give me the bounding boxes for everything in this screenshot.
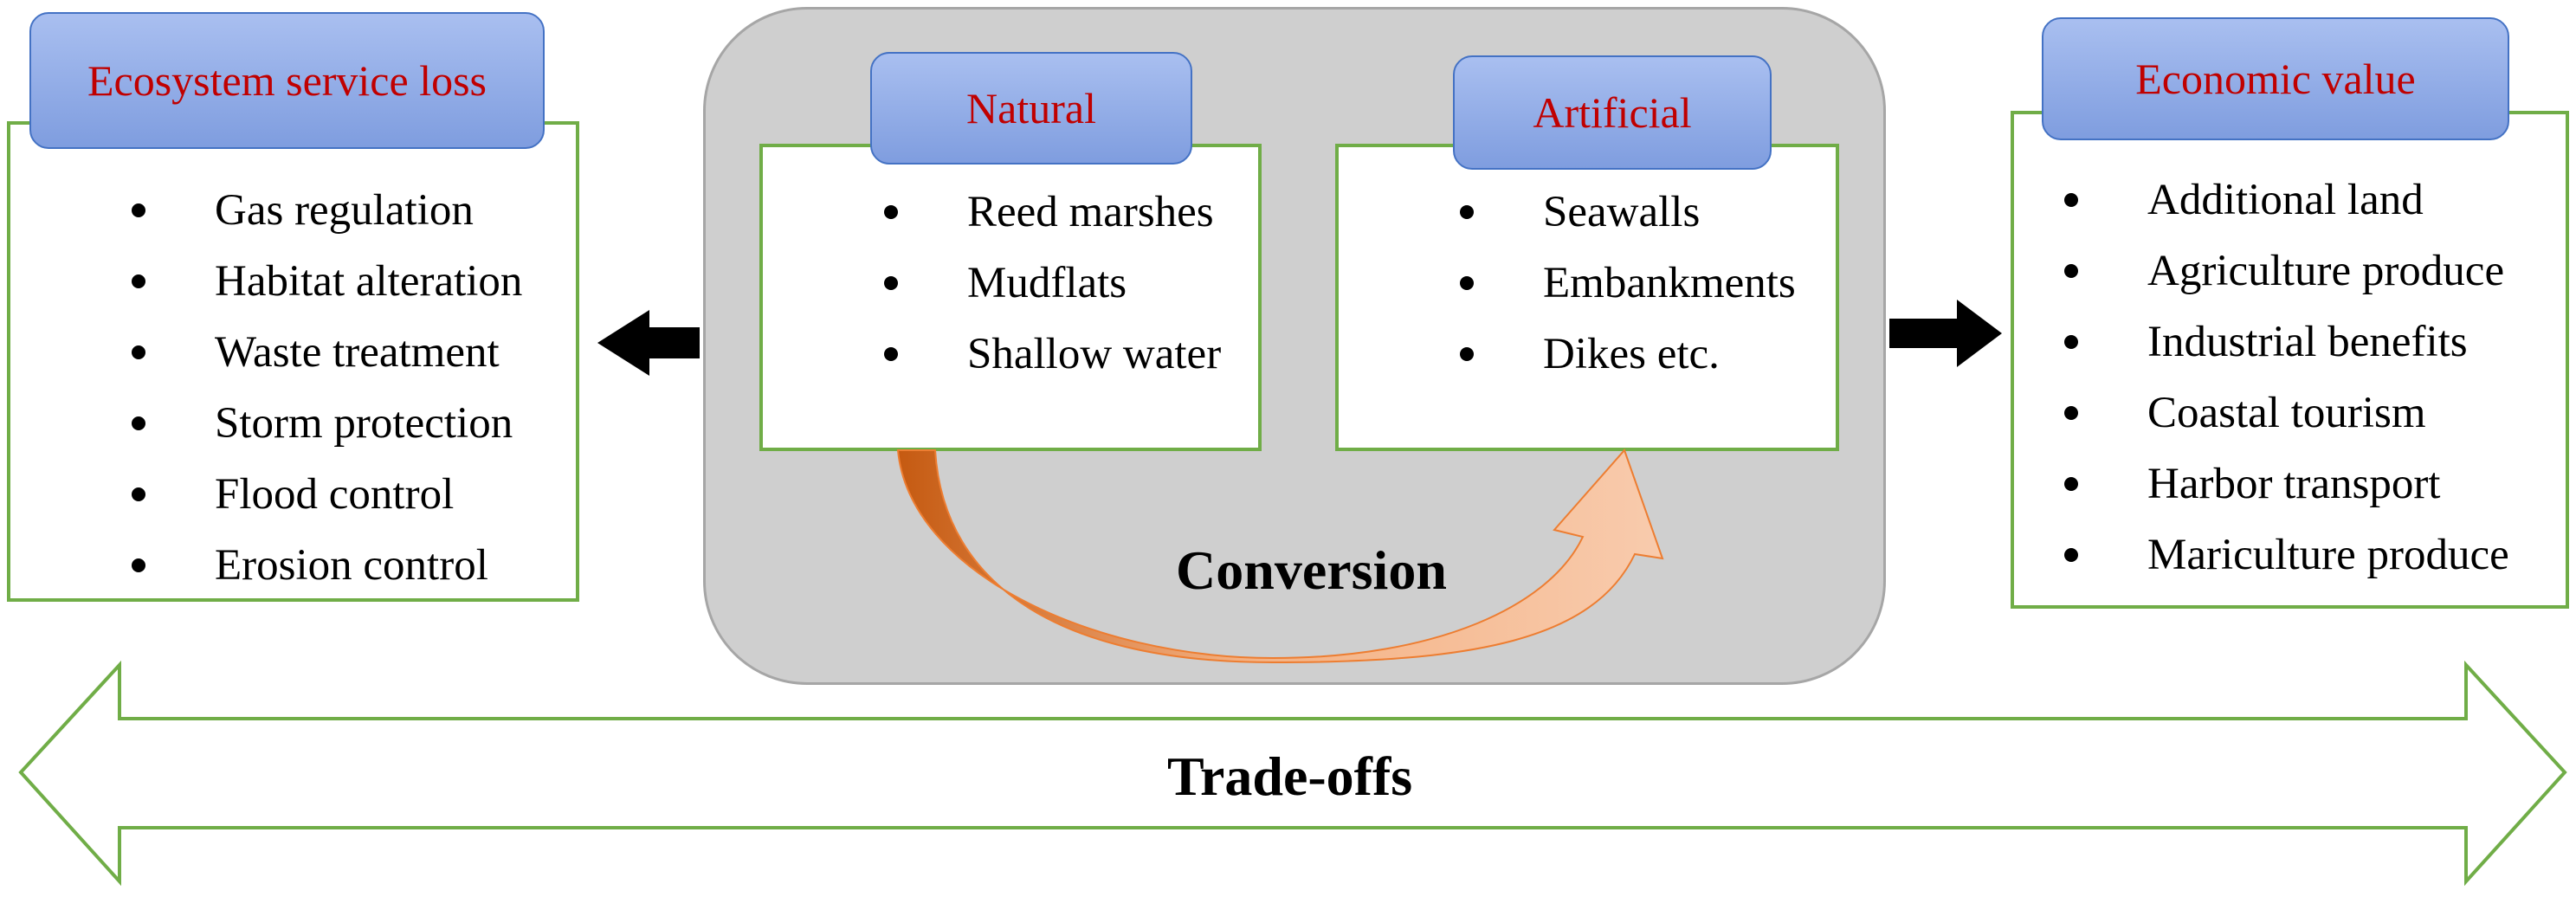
bullet-icon bbox=[2064, 406, 2078, 420]
artificial-list: Seawalls Embankments Dikes etc. bbox=[1460, 177, 1796, 390]
ecosystem-loss-list: Gas regulation Habitat alteration Waste … bbox=[132, 175, 522, 601]
bullet-icon bbox=[1460, 205, 1474, 219]
bullet-icon bbox=[1460, 347, 1474, 361]
natural-header: Natural bbox=[870, 52, 1192, 165]
list-item: Industrial benefits bbox=[2064, 307, 2509, 378]
list-item: Storm protection bbox=[132, 388, 522, 459]
bullet-icon bbox=[132, 487, 145, 501]
list-item: Mudflats bbox=[884, 248, 1221, 319]
bullet-icon bbox=[132, 558, 145, 572]
bullet-icon bbox=[2064, 193, 2078, 207]
list-item: Habitat alteration bbox=[132, 246, 522, 317]
economic-value-header: Economic value bbox=[2042, 17, 2509, 140]
list-item: Agriculture produce bbox=[2064, 236, 2509, 307]
bullet-icon bbox=[884, 276, 898, 290]
natural-box: Reed marshes Mudflats Shallow water bbox=[759, 144, 1262, 451]
economic-value-list: Additional land Agriculture produce Indu… bbox=[2064, 165, 2509, 590]
list-item: Mariculture produce bbox=[2064, 519, 2509, 590]
bullet-icon bbox=[884, 205, 898, 219]
list-item: Coastal tourism bbox=[2064, 378, 2509, 448]
bullet-icon bbox=[1460, 276, 1474, 290]
conversion-label: Conversion bbox=[1176, 539, 1447, 601]
list-item: Dikes etc. bbox=[1460, 319, 1796, 390]
list-item: Seawalls bbox=[1460, 177, 1796, 248]
artificial-title: Artificial bbox=[1533, 88, 1692, 137]
bullet-icon bbox=[2064, 335, 2078, 349]
list-item: Erosion control bbox=[132, 530, 522, 601]
economic-value-title: Economic value bbox=[2135, 55, 2416, 103]
list-item: Flood control bbox=[132, 459, 522, 530]
tradeoffs-label: Trade-offs bbox=[1167, 745, 1413, 807]
bullet-icon bbox=[132, 274, 145, 288]
left-arrow-icon bbox=[597, 310, 700, 376]
natural-title: Natural bbox=[966, 84, 1096, 132]
list-item: Reed marshes bbox=[884, 177, 1221, 248]
ecosystem-loss-header: Ecosystem service loss bbox=[29, 12, 545, 149]
artificial-header: Artificial bbox=[1453, 55, 1772, 170]
right-arrow-icon bbox=[1889, 300, 2002, 367]
list-item: Additional land bbox=[2064, 165, 2509, 236]
list-item: Gas regulation bbox=[132, 175, 522, 246]
list-item: Waste treatment bbox=[132, 317, 522, 388]
bullet-icon bbox=[132, 203, 145, 217]
ecosystem-loss-title: Ecosystem service loss bbox=[87, 56, 487, 105]
bullet-icon bbox=[2064, 264, 2078, 278]
tradeoffs-double-arrow bbox=[18, 660, 2567, 887]
list-item: Shallow water bbox=[884, 319, 1221, 390]
bullet-icon bbox=[2064, 477, 2078, 491]
ecosystem-loss-box: Gas regulation Habitat alteration Waste … bbox=[7, 121, 579, 602]
bullet-icon bbox=[132, 416, 145, 430]
list-item: Embankments bbox=[1460, 248, 1796, 319]
list-item: Harbor transport bbox=[2064, 448, 2509, 519]
bullet-icon bbox=[2064, 548, 2078, 562]
bullet-icon bbox=[884, 347, 898, 361]
bullet-icon bbox=[132, 345, 145, 359]
natural-list: Reed marshes Mudflats Shallow water bbox=[884, 177, 1221, 390]
conversion-arrow bbox=[896, 448, 1664, 664]
artificial-box: Seawalls Embankments Dikes etc. bbox=[1335, 144, 1839, 451]
economic-value-box: Additional land Agriculture produce Indu… bbox=[2011, 111, 2569, 609]
